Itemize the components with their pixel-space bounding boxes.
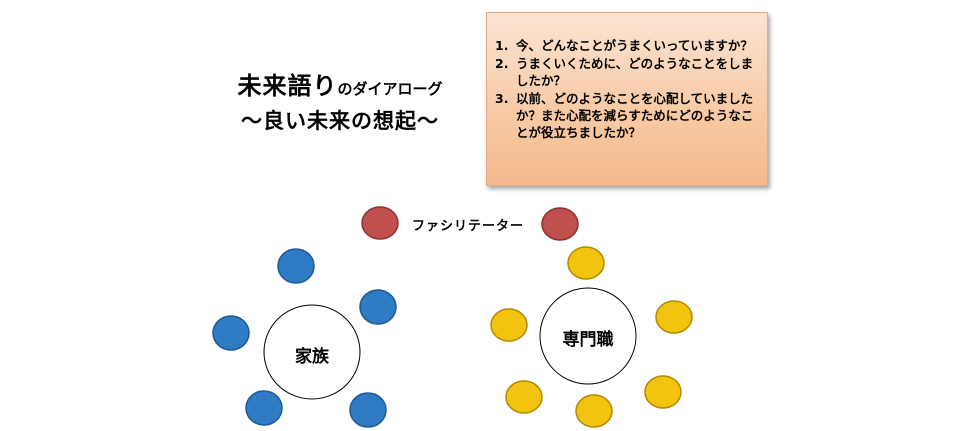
question-item: 3. 以前、どのようなことを心配していましたか？また心配を減らすためにどのような… <box>495 90 759 141</box>
professional-member-circle <box>567 246 605 280</box>
facilitator-label: ファシリテーター <box>412 219 525 234</box>
family-member-circle <box>349 392 387 428</box>
professional-member-circle <box>575 394 613 428</box>
title-block: 未来語りのダイアローグ ～良い未来の想起～ <box>205 66 475 135</box>
title-suffix: のダイアローグ <box>337 80 443 98</box>
question-text: 今、どんなことがうまくいっていますか？ <box>516 38 753 53</box>
question-text: 以前、どのようなことを心配していましたか？また心配を減らすためにどのようなことが… <box>516 91 754 140</box>
title-subtitle: ～良い未来の想起～ <box>241 109 439 133</box>
question-number: 3. <box>495 91 509 106</box>
professionals-center-circle <box>539 287 637 385</box>
question-text: うまくいくために、どのようなことをしましたか？ <box>516 56 754 88</box>
family-label: 家族 <box>295 347 329 367</box>
question-item: 1. 今、どんなことがうまくいっていますか？ <box>495 37 759 54</box>
professionals-label: 専門職 <box>562 330 614 350</box>
family-member-circle <box>359 289 397 325</box>
facilitator-circle <box>361 206 399 240</box>
title-main-text: 未来語り <box>237 72 338 100</box>
family-center-circle <box>263 304 361 400</box>
question-box: 1. 今、どんなことがうまくいっていますか？ 2. うまくいくために、どのような… <box>486 12 768 186</box>
professional-member-circle <box>490 308 528 342</box>
question-number: 2. <box>495 56 509 71</box>
title-main: 未来語りのダイアローグ <box>205 66 475 101</box>
question-number: 1. <box>495 38 509 53</box>
family-member-circle <box>212 315 250 351</box>
family-member-circle <box>277 248 315 284</box>
question-item: 2. うまくいくために、どのようなことをしましたか？ <box>495 55 759 89</box>
professional-member-circle <box>644 375 682 409</box>
professional-member-circle <box>655 300 693 334</box>
family-member-circle <box>245 390 283 426</box>
professional-member-circle <box>505 380 543 414</box>
facilitator-circle <box>541 207 579 241</box>
